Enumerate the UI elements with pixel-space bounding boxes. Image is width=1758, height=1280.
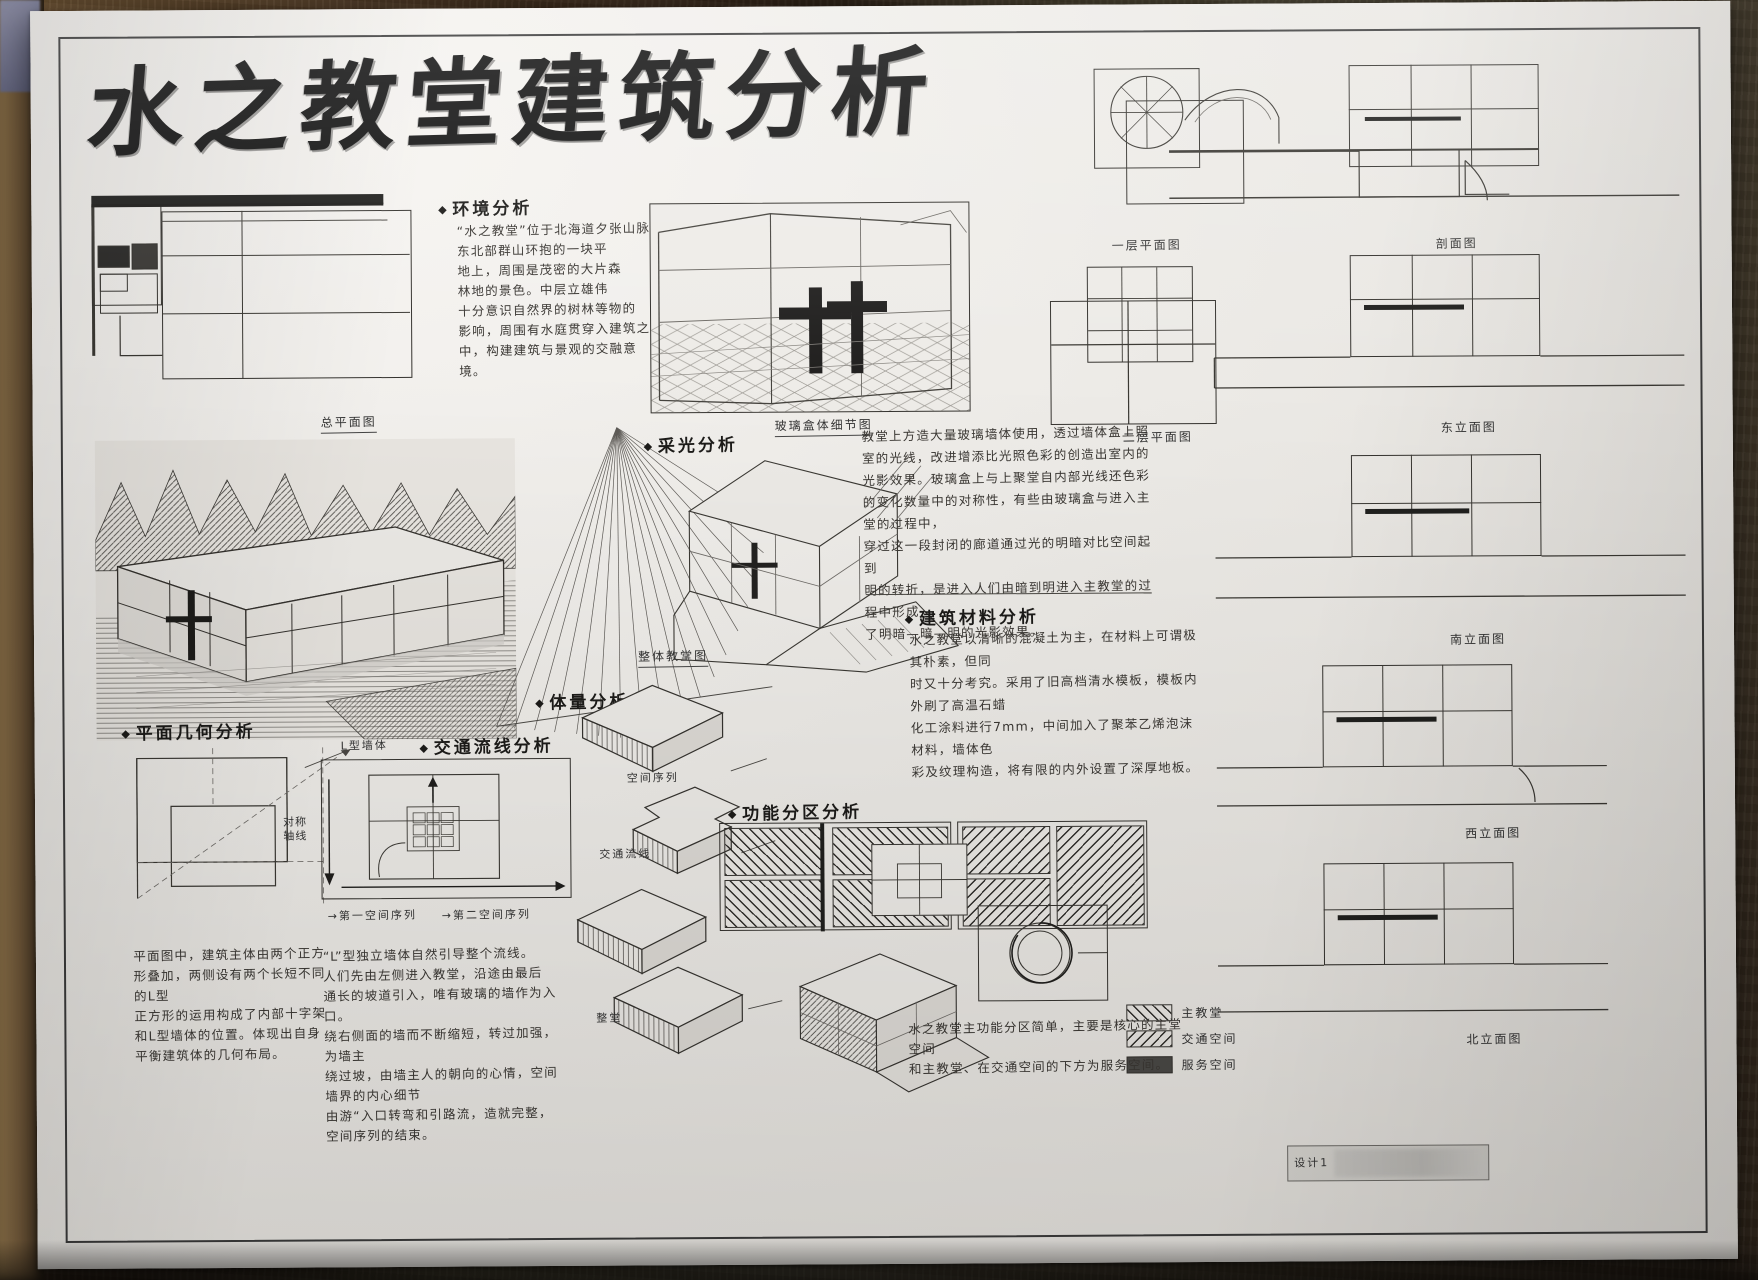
l-wall-leader-line <box>303 745 363 773</box>
caption-elev-south: 南立面图 <box>1449 631 1507 647</box>
caption-circulation-path: 交通流线 <box>599 847 652 862</box>
floor-plan-1-drawing <box>1086 266 1194 363</box>
desk-shadow <box>0 1240 1758 1280</box>
plan-geometry-diagram <box>127 747 378 929</box>
body-zoning: 水之教堂主功能分区简单，主要是核心的主堂空间 和主教堂、在交通空间的下方为服务空… <box>908 1016 1183 1077</box>
heading-circulation: 交通流线分析 <box>420 731 554 759</box>
heading-environment: 环境分析 <box>439 193 532 220</box>
circulation-arrows <box>324 774 566 892</box>
body-plan-geometry: 平面图中，建筑主体由两个正方 形叠加，两侧设有两个长短不同的L型 正方形的运用构… <box>133 945 327 1064</box>
name-block-label: 设计1 <box>1294 1156 1330 1170</box>
caption-sym-axis: 对称轴线 <box>282 815 308 843</box>
roof-plan-ramp <box>1183 73 1313 154</box>
caption-entry: 整堂 <box>596 1011 623 1025</box>
interior-perspective <box>649 201 971 414</box>
legend-label-circulation: 交通空间 <box>1181 1031 1238 1047</box>
zoning-inset-plan <box>871 843 968 917</box>
caption-site-plan: 总平面图 <box>320 412 377 434</box>
caption-section: 剖面图 <box>1435 236 1478 251</box>
elevation-drawing-west <box>1304 663 1695 835</box>
heading-zoning: 功能分区分析 <box>729 797 862 825</box>
name-block: 设计1 <box>1287 1144 1490 1182</box>
floor-plan-2-drawing <box>1049 299 1217 425</box>
legend-label-service: 服务空间 <box>1181 1057 1238 1073</box>
caption-elev-east: 东立面图 <box>1440 419 1497 435</box>
daylight-axonometric <box>669 449 1000 681</box>
name-block-redaction <box>1334 1148 1483 1178</box>
body-circulation: “L”型独立墙体自然引导整个流线。 人们先由左侧进入教堂，沿途由最后 通长的坡道… <box>322 945 559 1144</box>
section-drawing-1 <box>1169 63 1680 235</box>
caption-elev-west: 西立面图 <box>1465 825 1522 841</box>
caption-floor-plan-1: 一层平面图 <box>1111 237 1182 253</box>
zoning-axonometric <box>792 945 1003 1106</box>
circulation-diagram <box>320 757 572 900</box>
heading-plan-geometry: 平面几何分析 <box>122 717 255 745</box>
caption-wall-chapel: 整体教堂图 <box>637 646 709 668</box>
site-plan-lines <box>91 194 422 396</box>
caption-open-space: 空间序列 <box>626 770 679 785</box>
main-perspective-render <box>94 438 517 741</box>
heading-materials: 建筑材料分析 <box>906 602 1039 630</box>
site-plan-drawing <box>91 194 422 396</box>
caption-elev-north: 北立面图 <box>1466 1031 1523 1047</box>
zoning-ramp-plan <box>977 904 1109 1002</box>
body-environment: “水之教堂”位于北海道夕张山脉 东北部群山环抱的一块平 地上，周围是茂密的大片森… <box>456 220 651 379</box>
caption-second-sequence: →第二空间序列 <box>441 907 532 923</box>
body-materials: 水之教堂以清晰的混凝土为主，在材料上可谓极其朴素，但同 时又十分考究。采用了旧高… <box>909 627 1200 780</box>
elevation-drawing-north <box>1305 861 1696 1043</box>
roof-circle-plan <box>1093 68 1201 169</box>
poster-sheet: 水之教堂建筑分析 总平面图 环境分析 “水之教堂”位于北海道夕张山脉 东北部群山… <box>30 0 1738 1270</box>
volume-axonometric-diagram <box>554 674 816 1056</box>
caption-first-sequence: →第一空间序列 <box>327 908 418 923</box>
elevation-drawing-south <box>1215 453 1686 626</box>
elevation-drawing-east <box>1214 253 1685 416</box>
